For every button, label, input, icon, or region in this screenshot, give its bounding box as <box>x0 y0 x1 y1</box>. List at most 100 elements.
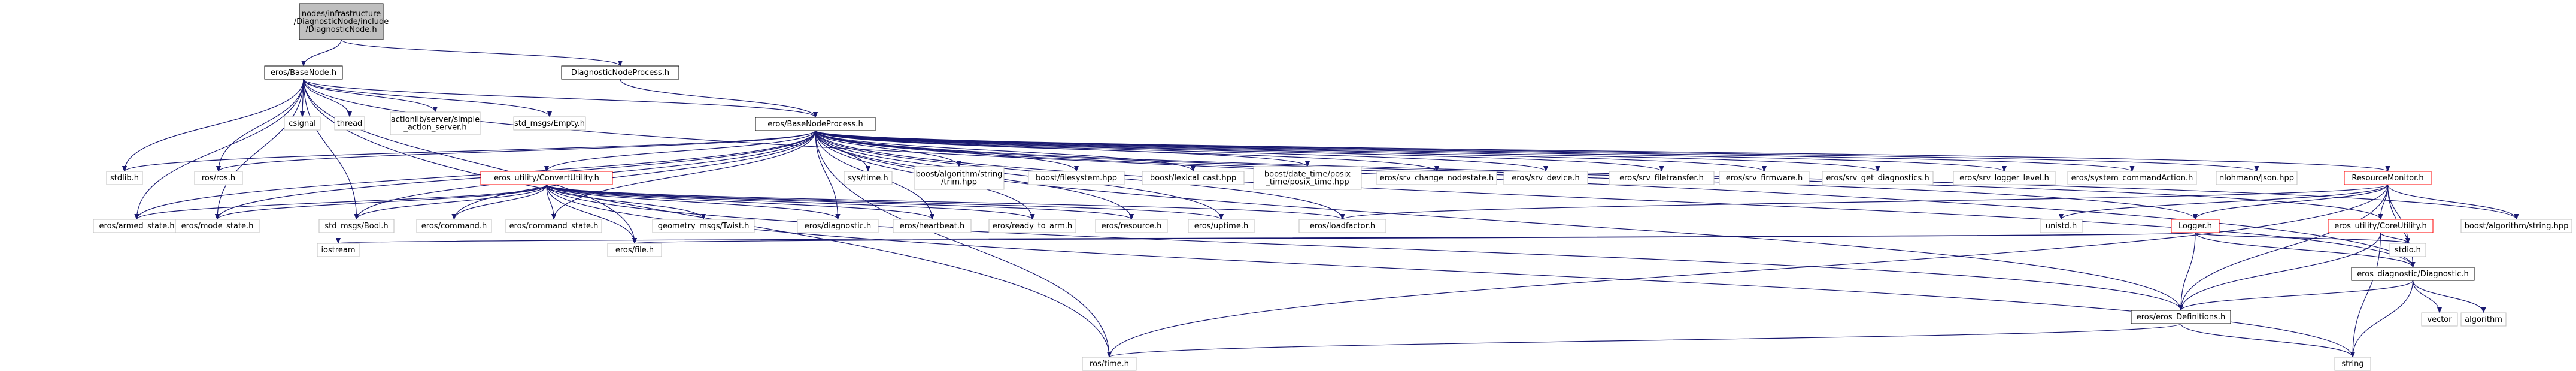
node-label-srv_ft-0: eros/srv_filetransfer.h <box>1619 174 1704 183</box>
node-box-stdlib <box>106 171 143 185</box>
node-box-cmdstate <box>505 219 602 233</box>
node-erosdiag[interactable]: eros_diagnostic/Diagnostic.h <box>2351 267 2475 281</box>
node-srv_ll[interactable]: eros/srv_logger_level.h <box>1953 171 2056 185</box>
edge-resmon-to-rostime <box>1107 184 2389 358</box>
node-box-boostalg <box>2460 219 2572 233</box>
edge-bnp-to-cmdstate <box>551 130 816 220</box>
edge-logger-to-defs <box>2178 232 2196 311</box>
node-boolh[interactable]: std_msgs/Bool.h <box>318 219 395 233</box>
node-twist[interactable]: geometry_msgs/Twist.h <box>652 219 755 233</box>
node-box-uptime <box>1188 219 1255 233</box>
node-lexcast[interactable]: boost/lexical_cast.hpp <box>1142 171 1245 185</box>
node-thread[interactable]: thread <box>334 116 365 131</box>
node-basenode[interactable]: eros/BaseNode.h <box>264 65 343 80</box>
node-actionlib[interactable]: actionlib/server/simple_action_server.h <box>390 111 481 135</box>
node-posix[interactable]: boost/date_time/posix_time/posix_time.hp… <box>1253 166 1362 190</box>
edge-bnp-to-srv_ll <box>815 130 2007 172</box>
node-coreutil[interactable]: eros_utility/CoreUtility.h <box>2328 219 2434 233</box>
node-loadfactor[interactable]: eros/loadfactor.h <box>1298 219 1386 233</box>
node-file[interactable]: eros/file.h <box>607 243 662 257</box>
graph-edges <box>122 39 2519 358</box>
node-uptime[interactable]: eros/uptime.h <box>1188 219 1255 233</box>
node-boostalg[interactable]: boost/algorithm/string.hpp <box>2460 219 2572 233</box>
node-diag[interactable]: eros/diagnostic.h <box>797 219 879 233</box>
node-algorithm[interactable]: algorithm <box>2460 312 2507 327</box>
node-defs[interactable]: eros/eros_Definitions.h <box>2131 310 2231 324</box>
node-box-std_empty <box>513 116 586 131</box>
node-ready[interactable]: eros/ready_to_arm.h <box>988 219 1076 233</box>
node-box-bnp <box>755 117 876 131</box>
node-srv_gd[interactable]: eros/srv_get_diagnostics.h <box>1822 171 1934 185</box>
node-string[interactable]: string <box>2334 357 2371 371</box>
node-iostream[interactable]: iostream <box>317 243 360 257</box>
node-label-twist-0: geometry_msgs/Twist.h <box>658 222 750 231</box>
node-mode[interactable]: eros/mode_state.h <box>175 219 260 233</box>
node-resmon[interactable]: ResourceMonitor.h <box>2344 171 2432 185</box>
edge-bnp-to-srv_ft <box>815 130 1664 172</box>
node-srv_change[interactable]: eros/srv_change_nodestate.h <box>1376 171 1497 185</box>
node-srv_ft[interactable]: eros/srv_filetransfer.h <box>1609 171 1715 185</box>
node-label-bnp-0: eros/BaseNodeProcess.h <box>767 120 863 129</box>
node-box-iostream <box>317 243 360 257</box>
node-trim[interactable]: boost/algorithm/string/trim.hpp <box>914 166 1005 190</box>
node-stdio[interactable]: stdio.h <box>2389 243 2426 257</box>
edge-bnp-to-json <box>815 130 2259 172</box>
node-command[interactable]: eros/command.h <box>416 219 492 233</box>
node-heartbeat[interactable]: eros/heartbeat.h <box>893 219 972 233</box>
node-label-systime-0: sys/time.h <box>848 174 888 183</box>
edge-basenode-to-stdlib <box>122 79 304 172</box>
node-label-srv_gd-0: eros/srv_get_diagnostics.h <box>1826 174 1929 183</box>
node-label-root-0: nodes/infrastructure <box>302 10 381 19</box>
node-json[interactable]: nlohmann/json.hpp <box>2216 171 2298 185</box>
node-std_empty[interactable]: std_msgs/Empty.h <box>513 116 586 131</box>
node-label-algorithm-0: algorithm <box>2465 315 2502 324</box>
node-srv_device[interactable]: eros/srv_device.h <box>1503 171 1588 185</box>
edge-convert-to-loadfactor <box>546 184 1345 220</box>
node-csignal[interactable]: csignal <box>284 116 321 131</box>
node-label-unistd-0: unistd.h <box>2046 222 2077 231</box>
node-unistd[interactable]: unistd.h <box>2040 219 2083 233</box>
edge-bnp-to-armed <box>134 130 816 220</box>
node-label-srv_change-0: eros/srv_change_nodestate.h <box>1380 174 1494 183</box>
node-box-ready <box>988 219 1076 233</box>
node-syscmd[interactable]: eros/system_commandAction.h <box>2067 171 2197 185</box>
node-box-twist <box>652 219 755 233</box>
node-bnp[interactable]: eros/BaseNodeProcess.h <box>755 117 876 131</box>
node-label-diag-0: eros/diagnostic.h <box>805 222 871 231</box>
edge-convert-to-twist <box>546 184 706 220</box>
edge-convert-to-uptime <box>546 184 1224 220</box>
node-label-loadfactor-0: eros/loadfactor.h <box>1310 222 1375 231</box>
node-label-posix-1: _time/posix_time.hpp <box>1265 178 1349 187</box>
node-armed[interactable]: eros/armed_state.h <box>93 219 181 233</box>
node-box-srv_device <box>1503 171 1588 185</box>
node-label-rostime-0: ros/time.h <box>1090 360 1129 369</box>
node-box-srv_change <box>1376 171 1497 185</box>
node-rostime[interactable]: ros/time.h <box>1082 357 1137 371</box>
node-filesystem[interactable]: boost/filesystem.hpp <box>1028 171 1125 185</box>
node-box-syscmd <box>2067 171 2197 185</box>
edge-bnp-to-erosdiag <box>815 130 2416 268</box>
node-stdlib[interactable]: stdlib.h <box>106 171 143 185</box>
node-cmdstate[interactable]: eros/command_state.h <box>505 219 602 233</box>
node-label-ready-0: eros/ready_to_arm.h <box>993 222 1072 231</box>
node-resource[interactable]: eros/resource.h <box>1095 219 1168 233</box>
edge-logger-to-stdio <box>2195 232 2410 244</box>
node-label-boolh-0: std_msgs/Bool.h <box>324 222 388 231</box>
node-srv_fw[interactable]: eros/srv_firmware.h <box>1719 171 1810 185</box>
edge-basenode-to-rosros <box>216 79 304 172</box>
node-dnp[interactable]: DiagnosticNodeProcess.h <box>561 65 679 80</box>
edge-bnp-to-defs <box>815 130 2183 311</box>
node-systime[interactable]: sys/time.h <box>844 171 893 185</box>
edge-erosdiag-to-vector <box>2412 280 2442 313</box>
node-logger[interactable]: Logger.h <box>2171 219 2220 233</box>
node-label-root-1: /DiagnosticNode/include <box>294 17 389 26</box>
node-vector[interactable]: vector <box>2421 312 2458 327</box>
node-box-posix <box>1253 166 1362 190</box>
node-convert[interactable]: eros_utility/ConvertUtility.h <box>480 171 613 185</box>
node-label-erosdiag-0: eros_diagnostic/Diagnostic.h <box>2357 270 2469 279</box>
node-box-systime <box>844 171 893 185</box>
node-rosros[interactable]: ros/ros.h <box>194 171 243 185</box>
edge-resmon-to-loadfactor <box>1340 184 2389 220</box>
node-box-vector <box>2421 312 2458 327</box>
edge-bnp-to-srv_change <box>815 130 1439 172</box>
